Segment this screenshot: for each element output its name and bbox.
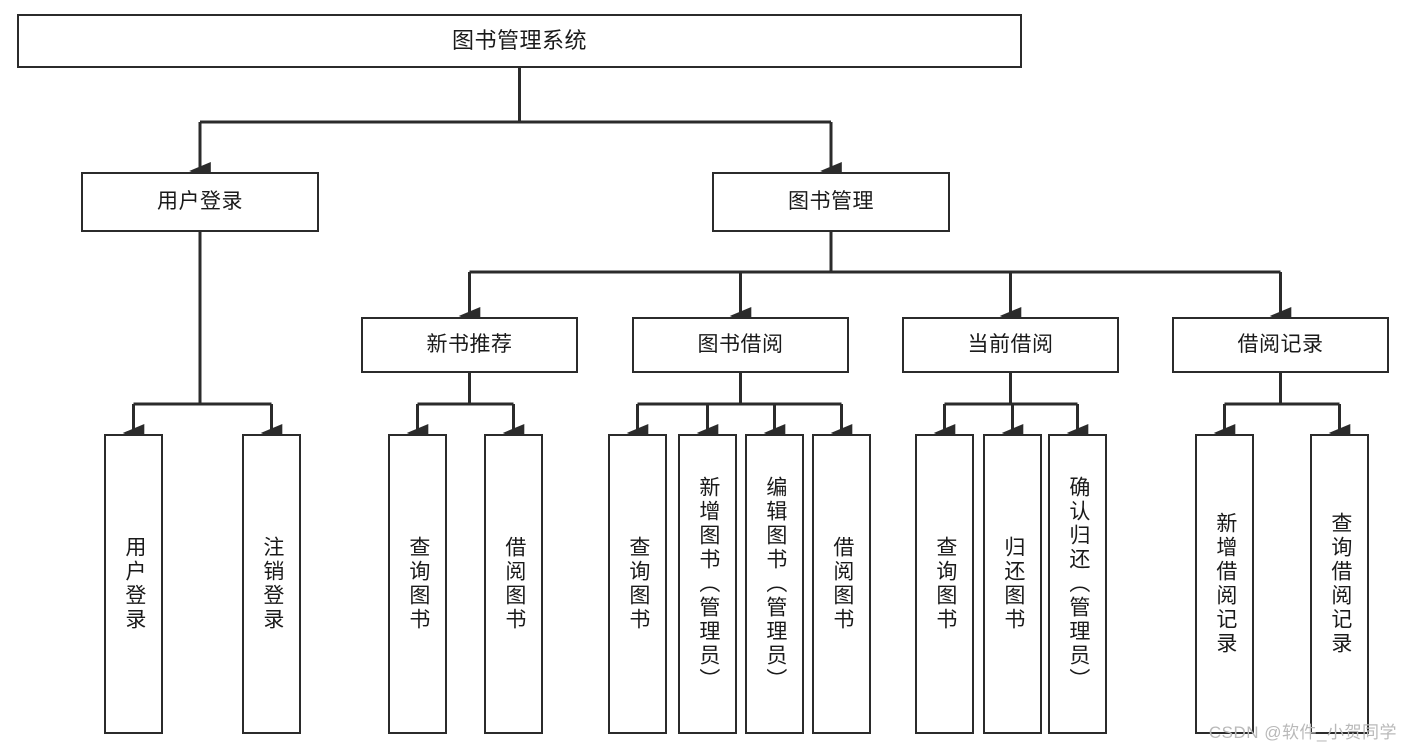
- node-leaf-add-record[interactable]: 新增借阅记录: [1195, 434, 1254, 734]
- node-book-manage-label: 图书管理: [788, 189, 874, 213]
- node-borrow-record-label: 借阅记录: [1237, 332, 1324, 356]
- node-borrow-record[interactable]: 借阅记录: [1172, 317, 1389, 373]
- node-leaf-borrow-book-2[interactable]: 借阅图书: [812, 434, 871, 734]
- node-leaf-add-book-label: 新增图书（管理员）: [696, 476, 720, 692]
- node-leaf-query-book-1-label: 查询图书: [406, 536, 430, 632]
- node-leaf-query-record-label: 查询借阅记录: [1328, 512, 1352, 656]
- node-leaf-query-book-2-label: 查询图书: [626, 536, 650, 632]
- node-book-manage[interactable]: 图书管理: [712, 172, 950, 232]
- node-leaf-user-login-label: 用户登录: [122, 536, 146, 632]
- node-leaf-borrow-book-2-label: 借阅图书: [830, 536, 854, 632]
- node-leaf-edit-book[interactable]: 编辑图书（管理员）: [745, 434, 804, 734]
- node-current-borrow[interactable]: 当前借阅: [902, 317, 1119, 373]
- node-leaf-borrow-book-1-label: 借阅图书: [502, 536, 526, 632]
- node-leaf-user-login[interactable]: 用户登录: [104, 434, 163, 734]
- node-leaf-add-book[interactable]: 新增图书（管理员）: [678, 434, 737, 734]
- connector-group: [122, 68, 1351, 442]
- node-leaf-add-record-label: 新增借阅记录: [1213, 512, 1237, 656]
- node-new-book-rec-label: 新书推荐: [426, 332, 513, 356]
- node-user-login-label: 用户登录: [157, 189, 243, 213]
- node-leaf-borrow-book-1[interactable]: 借阅图书: [484, 434, 543, 734]
- node-leaf-query-book-3[interactable]: 查询图书: [915, 434, 974, 734]
- node-leaf-confirm-return[interactable]: 确认归还（管理员）: [1048, 434, 1107, 734]
- node-user-login[interactable]: 用户登录: [81, 172, 319, 232]
- node-leaf-logout-label: 注销登录: [260, 536, 284, 632]
- node-leaf-return-book-label: 归还图书: [1001, 536, 1025, 632]
- node-book-borrow-label: 图书借阅: [697, 332, 784, 356]
- node-root[interactable]: 图书管理系统: [17, 14, 1022, 68]
- node-leaf-logout[interactable]: 注销登录: [242, 434, 301, 734]
- node-leaf-confirm-return-label: 确认归还（管理员）: [1066, 476, 1090, 692]
- node-new-book-rec[interactable]: 新书推荐: [361, 317, 578, 373]
- node-leaf-query-book-3-label: 查询图书: [933, 536, 957, 632]
- node-leaf-query-record[interactable]: 查询借阅记录: [1310, 434, 1369, 734]
- node-leaf-edit-book-label: 编辑图书（管理员）: [763, 476, 787, 692]
- node-book-borrow[interactable]: 图书借阅: [632, 317, 849, 373]
- node-root-label: 图书管理系统: [451, 28, 587, 54]
- node-leaf-query-book-1[interactable]: 查询图书: [388, 434, 447, 734]
- node-leaf-return-book[interactable]: 归还图书: [983, 434, 1042, 734]
- node-current-borrow-label: 当前借阅: [967, 332, 1054, 356]
- node-leaf-query-book-2[interactable]: 查询图书: [608, 434, 667, 734]
